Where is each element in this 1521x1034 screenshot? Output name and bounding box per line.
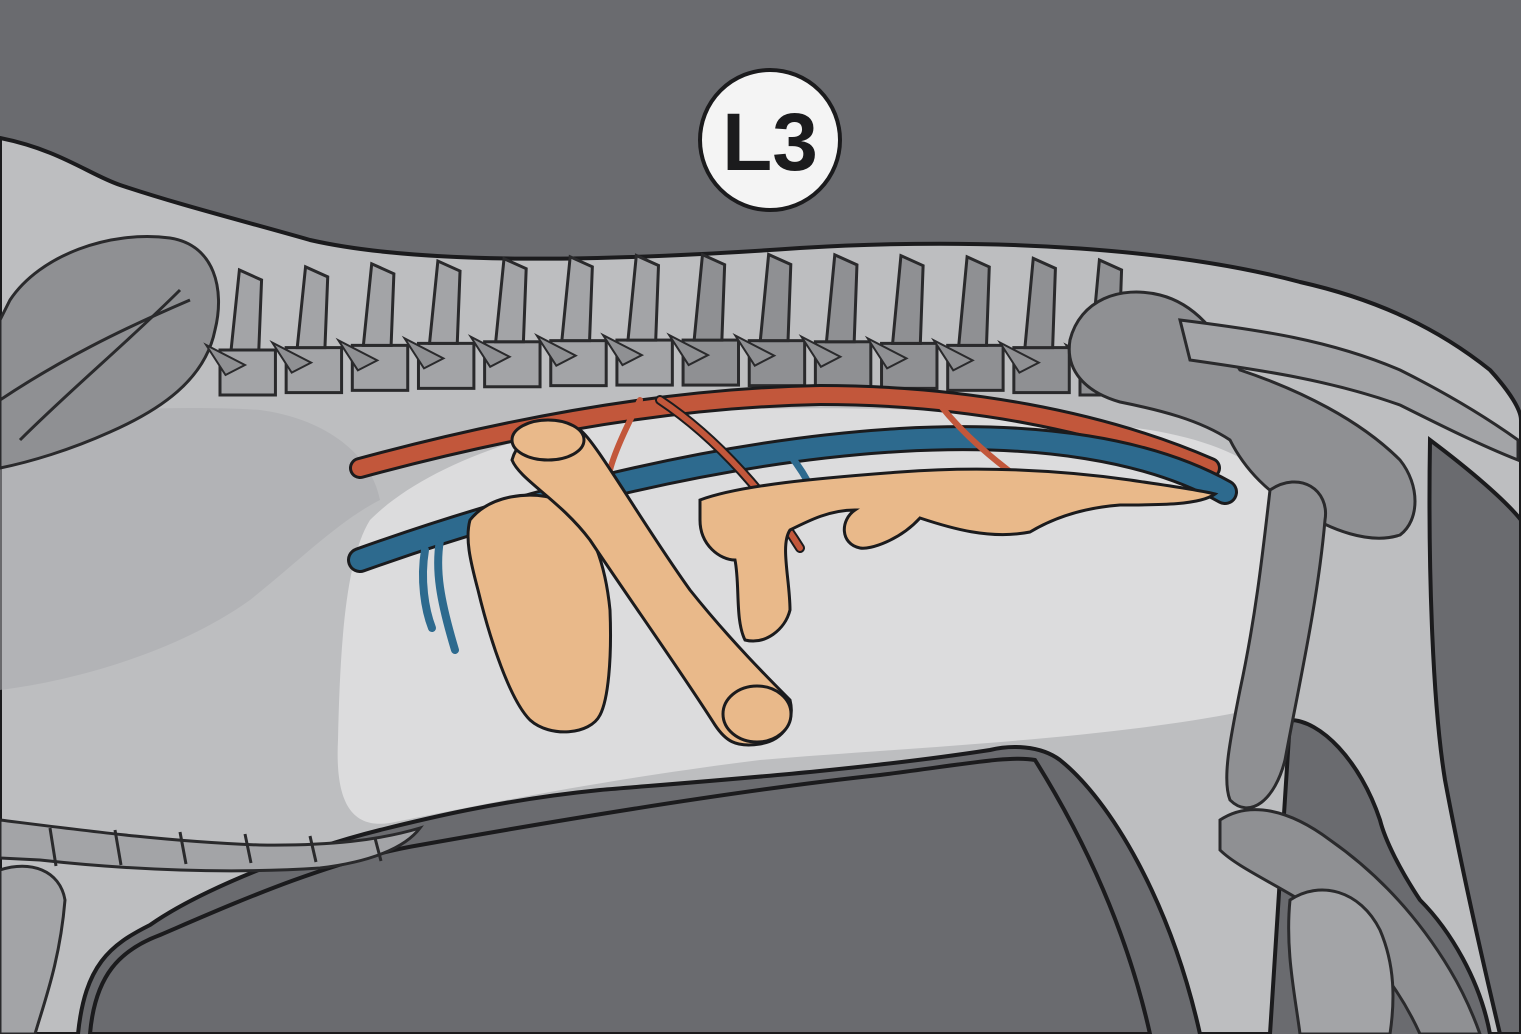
colon-start — [512, 420, 584, 460]
colon-end — [723, 686, 791, 742]
vertebra-label-text: L3 — [722, 97, 818, 188]
